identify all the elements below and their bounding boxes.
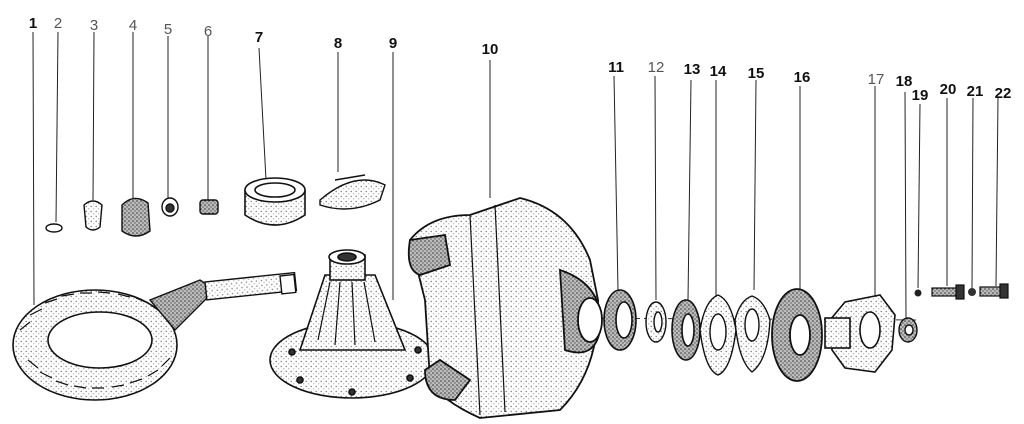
callout-label: 8	[333, 35, 343, 52]
callout-label: 10	[481, 41, 499, 58]
spacer-ring	[645, 301, 667, 343]
locking-pin	[199, 199, 219, 215]
callout-label: 13	[683, 61, 701, 78]
callout-label: 2	[53, 15, 63, 32]
lock-washer	[968, 288, 976, 296]
hex-bolt	[979, 283, 1009, 299]
cover-cap	[319, 174, 386, 210]
callout-label: 16	[793, 69, 811, 86]
callout-label: 6	[203, 23, 213, 40]
callout-label: 21	[966, 83, 984, 100]
callout-label: 7	[254, 29, 264, 46]
thrust-washer	[45, 223, 63, 233]
drive-flange	[771, 288, 823, 382]
bearing-cup	[603, 289, 637, 351]
roller-bearing	[671, 299, 701, 361]
small-washer	[914, 289, 922, 297]
differential-cage	[269, 249, 435, 399]
companion-flange	[824, 294, 896, 373]
callout-label: 4	[128, 17, 138, 34]
callout-label: 17	[867, 71, 885, 88]
callout-label: 22	[994, 85, 1012, 102]
callout-label: 5	[163, 21, 173, 38]
callout-label: 11	[608, 59, 624, 76]
main-housing	[407, 197, 603, 419]
spider-gear	[83, 200, 103, 231]
callout-label: 18	[895, 73, 913, 90]
callout-label: 14	[709, 63, 727, 80]
pinion-shaft	[148, 271, 298, 332]
flange-nut	[898, 317, 918, 343]
bolt-small	[161, 197, 179, 217]
callout-label: 19	[911, 87, 929, 104]
side-gear	[121, 197, 151, 237]
oil-seal	[699, 294, 737, 376]
callout-label: 9	[388, 35, 398, 52]
callout-label: 12	[647, 59, 665, 76]
leader-lines	[32, 31, 999, 319]
callout-label: 20	[939, 81, 957, 98]
seal-ring	[734, 295, 771, 373]
callout-label: 3	[89, 17, 99, 34]
callout-label: 1	[28, 15, 38, 32]
bearing-ring	[244, 177, 306, 226]
ring-gear	[12, 289, 178, 401]
bolt	[931, 284, 965, 300]
callout-label: 15	[747, 65, 765, 82]
